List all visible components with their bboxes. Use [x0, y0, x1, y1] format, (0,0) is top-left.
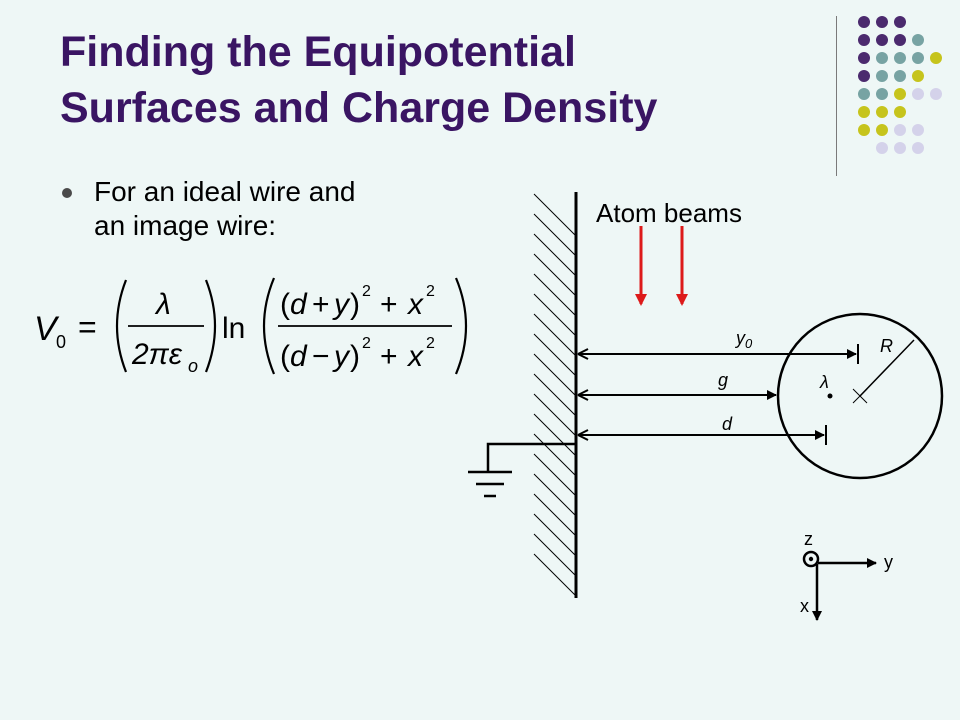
- g-label: g: [718, 370, 728, 390]
- eq-num-open: (: [280, 288, 290, 321]
- x-axis-label: x: [800, 596, 809, 616]
- potential-equation: V 0 = λ 2πε o ln ( d + y ) 2 + x 2 ( d −…: [34, 277, 468, 376]
- eq-num-x: x: [406, 288, 424, 321]
- deco-dot: [876, 124, 888, 136]
- wire-cross-section: [776, 312, 944, 480]
- eq-num-exp-1: 2: [362, 283, 371, 300]
- eq-den-exp-1: 2: [362, 335, 371, 352]
- deco-dot: [876, 88, 888, 100]
- eq-den-exp-2: 2: [426, 335, 435, 352]
- deco-dot: [912, 142, 924, 154]
- eq-den-open: (: [280, 340, 290, 373]
- deco-dot: [912, 124, 924, 136]
- eq-frac-denominator: 2πε: [131, 338, 183, 371]
- eq-den-close: ): [350, 340, 360, 373]
- eq-num-close: ): [350, 288, 360, 321]
- eq-den-op: −: [312, 340, 330, 373]
- decorative-dot-grid: [858, 16, 942, 154]
- eq-frac-denominator-sub: o: [188, 356, 198, 376]
- eq-num-op: +: [312, 288, 330, 321]
- eq-num-exp-2: 2: [426, 283, 435, 300]
- deco-dot: [894, 34, 906, 46]
- deco-dot: [894, 16, 906, 28]
- atom-beams-label: Atom beams: [596, 198, 742, 228]
- title-line-2: Surfaces and Charge Density: [60, 84, 658, 132]
- deco-dot: [894, 106, 906, 118]
- eq-num-plus: +: [380, 288, 398, 321]
- eq-num-y: y: [332, 288, 351, 321]
- deco-dot: [876, 142, 888, 154]
- deco-dot: [858, 106, 870, 118]
- eq-paren-open-1: [115, 279, 128, 373]
- wall-hatching: [533, 193, 577, 597]
- deco-dot: [876, 16, 888, 28]
- eq-paren-open-2: [262, 277, 276, 375]
- deco-dot: [894, 124, 906, 136]
- line-charge-point: [827, 393, 833, 399]
- eq-lhs-sub: 0: [56, 332, 66, 352]
- bullet-text-line-2: an image wire:: [94, 210, 277, 241]
- y0-arrow-start-b: [577, 353, 589, 360]
- eq-paren-close-2: [454, 277, 468, 375]
- eq-den-x: x: [406, 340, 424, 373]
- d-arrow-start-b: [577, 434, 589, 441]
- ground-icon: [468, 442, 576, 498]
- out-of-page-dot: [808, 556, 814, 562]
- deco-dot: [894, 70, 906, 82]
- center-cross-b: [852, 388, 868, 404]
- deco-dot: [894, 142, 906, 154]
- g-arrow-start-b: [577, 394, 589, 401]
- deco-dot: [858, 70, 870, 82]
- out-of-page-icon: [802, 550, 820, 568]
- deco-dot: [858, 16, 870, 28]
- eq-frac-numerator: λ: [154, 288, 171, 321]
- d-label: d: [722, 414, 733, 434]
- deco-dot: [930, 52, 942, 64]
- eq-equals: =: [78, 309, 97, 345]
- d-arrow-start: [577, 429, 589, 436]
- bullet-dot: [62, 188, 72, 198]
- lambda-label: λ: [819, 372, 829, 392]
- deco-dot: [912, 88, 924, 100]
- deco-dot: [858, 34, 870, 46]
- eq-ln: ln: [222, 312, 245, 345]
- deco-dot: [894, 88, 906, 100]
- deco-dot: [858, 52, 870, 64]
- bullet-text-line-1: For an ideal wire and: [94, 176, 356, 207]
- eq-den-d: d: [290, 340, 308, 373]
- wire-geometry-diagram: Atom beams R λ y0 g d z y x: [468, 192, 944, 621]
- deco-dot: [876, 52, 888, 64]
- deco-dot: [912, 34, 924, 46]
- deco-dot: [930, 88, 942, 100]
- deco-dot: [912, 70, 924, 82]
- eq-paren-close-1: [204, 279, 217, 373]
- deco-dot: [894, 52, 906, 64]
- radius-line: [859, 339, 915, 397]
- y0-label: y0: [734, 328, 753, 351]
- deco-dot: [876, 106, 888, 118]
- z-axis-label: z: [804, 529, 813, 549]
- deco-dot: [912, 52, 924, 64]
- title-line-1: Finding the Equipotential: [60, 28, 576, 76]
- title-divider: [836, 16, 837, 176]
- eq-den-y: y: [332, 340, 351, 373]
- radius-label: R: [880, 336, 893, 356]
- deco-dot: [876, 34, 888, 46]
- eq-num-d: d: [290, 288, 308, 321]
- bullet-item: For an ideal wire and an image wire:: [60, 175, 460, 243]
- deco-dot: [876, 70, 888, 82]
- eq-lhs: V: [34, 310, 60, 348]
- eq-den-plus: +: [380, 340, 398, 373]
- slide-title: Finding the Equipotential Surfaces and C…: [60, 24, 820, 136]
- g-arrow-start: [577, 389, 589, 396]
- deco-dot: [858, 124, 870, 136]
- deco-dot: [858, 88, 870, 100]
- y0-arrow-start: [577, 348, 589, 355]
- y-axis-label: y: [884, 552, 893, 572]
